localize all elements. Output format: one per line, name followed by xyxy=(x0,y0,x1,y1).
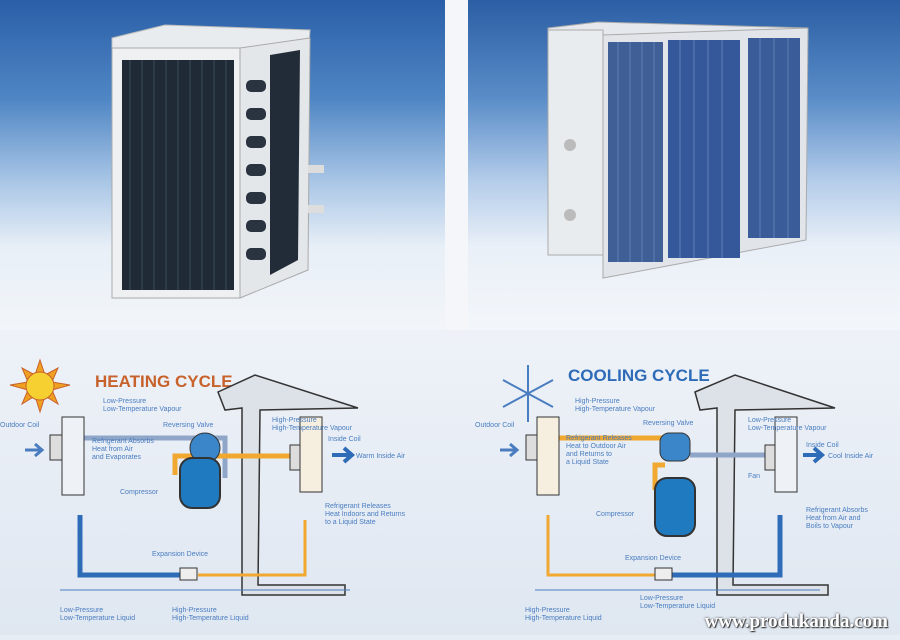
label-absorb-3: Boils to Vapour xyxy=(806,523,854,530)
photo-gap xyxy=(445,0,468,330)
label-absorb-3: and Evaporates xyxy=(92,454,142,461)
label-reversing-valve: Reversing Valve xyxy=(643,420,694,427)
label-high-liquid-1: High-Pressure xyxy=(172,607,217,614)
label-low-liquid-1: Low-Pressure xyxy=(60,607,103,614)
cycle-diagrams: HEATING CYCLE Low-Pressure Low-Temperatu… xyxy=(0,330,900,635)
label-low-vapour-2: Low-Temperature Vapour xyxy=(748,425,827,432)
label-absorb-2: Heat from Air xyxy=(92,446,134,453)
label-inside-coil: Inside Coil xyxy=(806,442,839,449)
cycle-diagrams-svg: HEATING CYCLE Low-Pressure Low-Temperatu… xyxy=(0,358,874,622)
label-release-1: Refrigerant Releases xyxy=(566,435,632,442)
label-fan: Fan xyxy=(748,473,760,480)
label-release-3: and Returns to xyxy=(566,451,612,458)
heating-cycle-diagram: HEATING CYCLE Low-Pressure Low-Temperatu… xyxy=(0,358,406,622)
label-compressor: Compressor xyxy=(596,511,635,518)
label-low-liquid-2: Low-Temperature Liquid xyxy=(60,615,135,622)
label-absorb-2: Heat from Air and xyxy=(806,515,861,522)
label-low-vapour-2: Low-Temperature Vapour xyxy=(103,406,182,413)
air-in-arrow-icon xyxy=(500,442,520,458)
label-absorb-1: Refrigerant Absorbs xyxy=(806,507,868,514)
label-low-liquid-2: Low-Temperature Liquid xyxy=(640,603,715,610)
label-release-4: a Liquid State xyxy=(566,459,609,466)
watermark: www.produkanda.com xyxy=(704,611,888,632)
label-high-liquid-2: High-Temperature Liquid xyxy=(525,615,602,622)
heat-pump-unit-image xyxy=(111,24,324,299)
air-in-arrow-icon xyxy=(25,442,45,458)
label-expansion: Expansion Device xyxy=(625,555,681,562)
label-expansion: Expansion Device xyxy=(152,551,208,558)
label-high-liquid-2: High-Temperature Liquid xyxy=(172,615,249,622)
label-high-liquid-1: High-Pressure xyxy=(525,607,570,614)
label-low-vapour-1: Low-Pressure xyxy=(748,417,791,424)
heat-pump-photo-double xyxy=(468,0,900,330)
label-high-vapour-2: High-Temperature Vapour xyxy=(575,406,656,413)
cooling-cycle-diagram: COOLING CYCLE High-Pressure High-Tempera… xyxy=(475,365,874,622)
label-compressor: Compressor xyxy=(120,489,159,496)
label-high-vapour-2: High-Temperature Vapour xyxy=(272,425,353,432)
snowflake-icon xyxy=(502,365,554,422)
label-low-liquid-1: Low-Pressure xyxy=(640,595,683,602)
sun-icon xyxy=(9,358,71,414)
label-warm-air: Warm Inside Air xyxy=(356,453,406,460)
label-absorb-1: Refrigerant Absorbs xyxy=(92,438,154,445)
label-reversing-valve: Reversing Valve xyxy=(163,422,214,429)
heating-cycle-title: HEATING CYCLE xyxy=(95,372,233,391)
cooling-cycle-title: COOLING CYCLE xyxy=(568,366,710,385)
label-release-3: to a Liquid State xyxy=(325,519,376,526)
label-release-1: Refrigerant Releases xyxy=(325,503,391,510)
label-inside-coil: Inside Coil xyxy=(328,436,361,443)
label-high-vapour-1: High-Pressure xyxy=(272,417,317,424)
heat-pump-photo-single xyxy=(0,0,445,330)
heat-pump-unit-image xyxy=(547,21,809,279)
cool-air-arrow-icon xyxy=(803,446,826,464)
label-release-2: Heat Indoors and Returns xyxy=(325,511,406,518)
label-high-vapour-1: High-Pressure xyxy=(575,398,620,405)
label-outdoor-coil: Outdoor Coil xyxy=(475,422,515,429)
label-cool-air: Cool Inside Air xyxy=(828,453,874,460)
label-outdoor-coil: Outdoor Coil xyxy=(0,422,40,429)
label-release-2: Heat to Outdoor Air xyxy=(566,443,627,450)
label-low-vapour-1: Low-Pressure xyxy=(103,398,146,405)
warm-air-arrow-icon xyxy=(332,446,356,464)
